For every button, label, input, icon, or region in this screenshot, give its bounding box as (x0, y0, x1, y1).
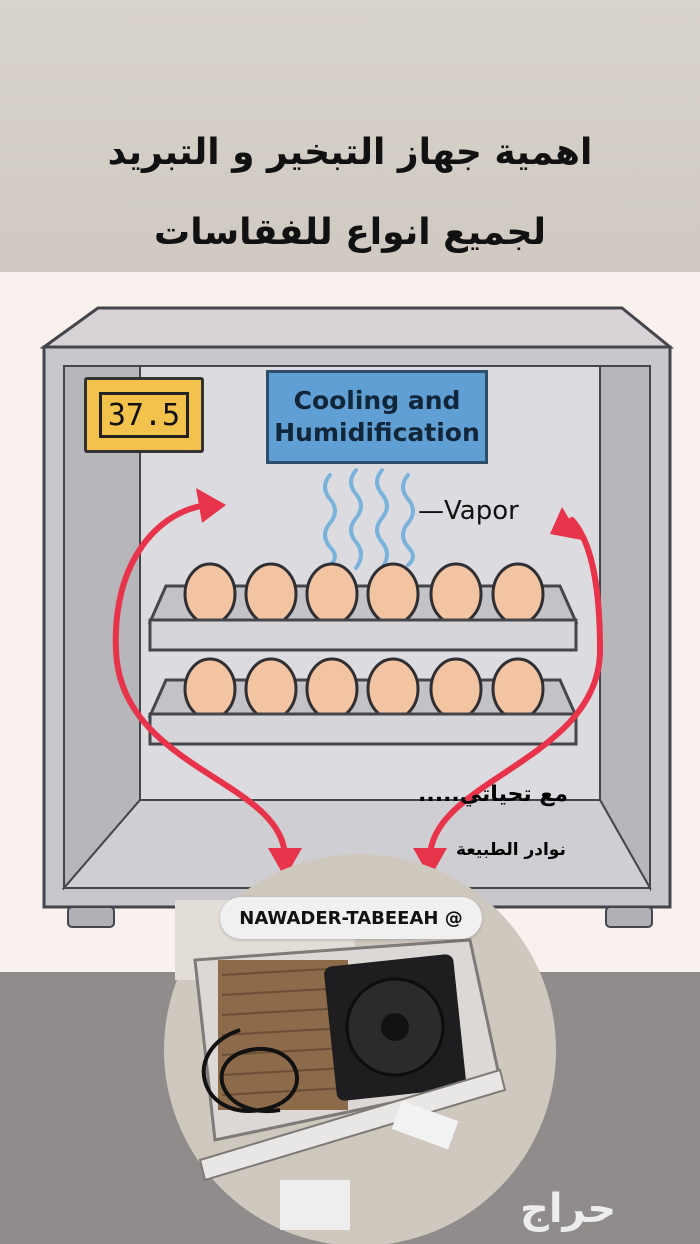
account-handle-pill[interactable]: NAWADER-TABEEAH @ (220, 897, 482, 939)
cooler-photo (164, 854, 556, 1244)
arrowhead-bottom-left (268, 848, 302, 878)
page-subtitle: لجميع انواع للفقاسات (154, 212, 546, 253)
egg (244, 562, 298, 626)
egg-tray-lower (147, 657, 579, 746)
egg (305, 657, 359, 721)
arrowhead-bottom-right (413, 848, 447, 878)
arrow-right-up (427, 517, 604, 861)
vapor-label: —Vapor (418, 496, 519, 526)
power-cable (201, 1028, 299, 1114)
vapor-waves (323, 468, 415, 570)
cooling-humidification-box: Cooling and Humidification (266, 370, 488, 464)
arrow-heads (196, 488, 582, 878)
airflow-arrows (112, 502, 604, 861)
temperature-readout: 37.5 (99, 392, 189, 438)
credit-brand: نوادر الطبيعة (456, 840, 566, 860)
right-wall (599, 365, 651, 892)
arrowhead-top-left (196, 488, 226, 523)
egg (244, 657, 298, 721)
arrow-left-up (112, 502, 288, 861)
foot-right (605, 906, 653, 928)
egg-tray-upper (147, 562, 579, 652)
egg (366, 657, 420, 721)
mount-bracket (198, 1068, 507, 1182)
haraj-watermark: حراج (520, 1186, 617, 1232)
credit-signature: مع تحياتي..... (418, 782, 568, 807)
egg (366, 562, 420, 626)
egg (183, 657, 237, 721)
foot-left (67, 906, 115, 928)
page-title: اهمية جهاز التبخير و التبريد (107, 132, 593, 173)
egg (491, 657, 545, 721)
egg (491, 562, 545, 626)
cabinet-floor (61, 799, 652, 889)
header-band (0, 0, 700, 272)
cabinet-top (39, 306, 675, 349)
thermostat-display: 37.5 (84, 377, 204, 453)
egg (305, 562, 359, 626)
egg (429, 562, 483, 626)
arrowhead-top-right (550, 507, 582, 540)
egg (429, 657, 483, 721)
egg (183, 562, 237, 626)
